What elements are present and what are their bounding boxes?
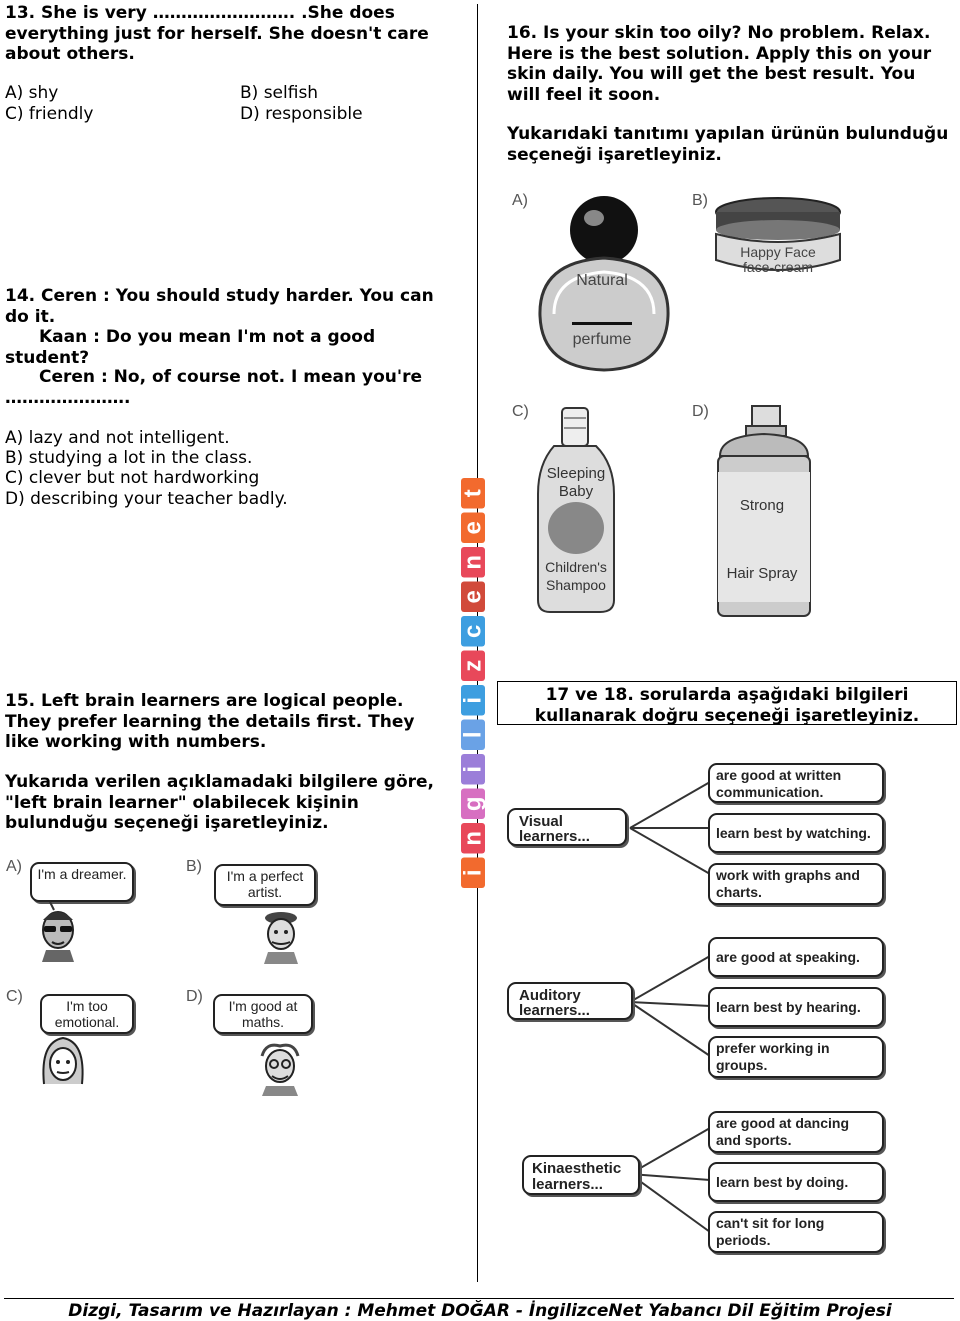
auditory-learners-label: Auditory learners... xyxy=(507,982,633,1020)
watermark-letter: e xyxy=(460,512,487,543)
q16-letter-b[interactable]: B) xyxy=(692,192,708,209)
svg-text:n: n xyxy=(460,831,487,846)
scientist-face-icon xyxy=(260,1043,300,1096)
auditory-item-3: prefer working in groups. xyxy=(708,1036,884,1078)
q16-letter-d[interactable]: D) xyxy=(692,403,709,420)
svg-text:c: c xyxy=(460,625,487,638)
q16-letter-c[interactable]: C) xyxy=(512,403,529,420)
artist-face-icon xyxy=(264,912,298,964)
shampoo-bottle-icon: Sleeping Baby Children's Shampoo xyxy=(537,407,615,613)
svg-text:l: l xyxy=(460,731,487,738)
q14-line1: 14. Ceren : You should study harder. You… xyxy=(5,286,434,327)
q15-bubble-c: I'm too emotional. xyxy=(40,994,134,1034)
svg-text:i: i xyxy=(460,869,487,876)
q15-bubble-b: I'm a perfect artist. xyxy=(214,864,316,906)
watermark-letter: n xyxy=(460,547,487,578)
watermark-letters: i n g i l i z c e n e t xyxy=(460,478,487,888)
perfume-label-line1: Natural xyxy=(576,272,628,289)
svg-text:e: e xyxy=(460,590,487,603)
watermark-letter: i xyxy=(460,857,487,888)
footer-rule xyxy=(4,1298,954,1299)
watermark-letter: z xyxy=(460,650,487,681)
q13-option-c[interactable]: C) friendly xyxy=(5,104,94,124)
kinaesthetic-item-2: learn best by doing. xyxy=(708,1162,884,1202)
svg-text:i: i xyxy=(460,766,487,773)
q14-line3: Ceren : No, of course not. I mean you're… xyxy=(5,367,422,408)
watermark-letter: g xyxy=(460,788,487,819)
watermark-letter: t xyxy=(460,478,487,509)
svg-text:t: t xyxy=(460,489,487,497)
q15-bubble-a: I'm a dreamer. xyxy=(30,862,134,902)
shampoo-label-line2: Baby xyxy=(559,483,594,500)
spray-label-line1: Strong xyxy=(740,497,784,514)
q15-stem: 15. Left brain learners are logical peop… xyxy=(5,691,415,752)
q16-stem: 16. Is your skin too oily? No problem. R… xyxy=(507,23,932,105)
kinaesthetic-learners-label: Kinaesthetic learners... xyxy=(522,1155,640,1195)
q15-question: Yukarıda verilen açıklamadaki bilgilere … xyxy=(5,772,435,833)
face-cream-jar-icon: Happy Face face-cream xyxy=(715,197,841,275)
q15-letter-d[interactable]: D) xyxy=(186,988,203,1005)
visual-item-3: work with graphs and charts. xyxy=(708,863,884,905)
watermark-letter: i xyxy=(460,685,487,716)
q16-letter-a[interactable]: A) xyxy=(512,192,528,209)
watermark-letter: c xyxy=(460,616,487,647)
svg-text:z: z xyxy=(460,660,487,672)
cream-label-line1: Happy Face xyxy=(740,244,816,260)
visual-item-2: learn best by watching. xyxy=(708,813,884,853)
svg-text:n: n xyxy=(460,555,487,570)
shampoo-label-line3: Children's xyxy=(545,559,607,575)
sunglasses-man-icon xyxy=(42,901,74,962)
watermark: i n g i l i z c e n e t xyxy=(458,476,488,890)
q15-bubble-d: I'm good at maths. xyxy=(213,994,313,1034)
emotional-woman-icon xyxy=(42,1036,84,1085)
q15-letter-c[interactable]: C) xyxy=(6,988,23,1005)
svg-text:e: e xyxy=(460,521,487,534)
perfume-label-line2: perfume xyxy=(573,331,632,348)
kinaesthetic-item-1: are good at dancing and sports. xyxy=(708,1111,884,1153)
q14-option-b[interactable]: B) studying a lot in the class. xyxy=(5,448,253,468)
watermark-letter: i xyxy=(460,754,487,785)
q14-line2: Kaan : Do you mean I'm not a good studen… xyxy=(5,327,376,368)
q13-stem: 13. She is very ……………………. .She does ever… xyxy=(5,3,429,64)
svg-text:i: i xyxy=(460,697,487,704)
perfume-bottle-icon: Natural perfume xyxy=(538,196,670,372)
q14-option-d[interactable]: D) describing your teacher badly. xyxy=(5,489,288,509)
kinaesthetic-item-3: can't sit for long periods. xyxy=(708,1211,884,1253)
cream-label-line2: face-cream xyxy=(743,259,813,275)
auditory-item-2: learn best by hearing. xyxy=(708,987,884,1027)
learner-connectors xyxy=(629,781,711,1233)
hair-spray-can-icon: Strong Hair Spray xyxy=(717,405,811,617)
q17-18-title: 17 ve 18. sorularda aşağıdaki bilgileri … xyxy=(497,681,957,726)
q13-option-d[interactable]: D) responsible xyxy=(240,104,363,124)
watermark-letter: l xyxy=(460,719,487,750)
watermark-letter: e xyxy=(460,581,487,612)
watermark-letter: n xyxy=(460,823,487,854)
svg-text:g: g xyxy=(460,796,487,811)
footer-credit: Dizgi, Tasarım ve Hazırlayan : Mehmet DO… xyxy=(68,1301,892,1321)
q14-option-c[interactable]: C) clever but not hardworking xyxy=(5,468,260,488)
visual-item-1: are good at written communication. xyxy=(708,763,884,803)
q16-question: Yukarıdaki tanıtımı yapılan ürünün bulun… xyxy=(507,124,949,165)
shampoo-label-line4: Shampoo xyxy=(546,577,606,593)
q13-option-a[interactable]: A) shy xyxy=(5,83,59,103)
q14-option-a[interactable]: A) lazy and not intelligent. xyxy=(5,428,230,448)
shampoo-label-line1: Sleeping xyxy=(547,465,605,482)
visual-learners-label: Visual learners... xyxy=(507,808,627,846)
q13-option-b[interactable]: B) selfish xyxy=(240,83,319,103)
q15-letter-a[interactable]: A) xyxy=(6,858,22,875)
auditory-item-1: are good at speaking. xyxy=(708,937,884,977)
q15-letter-b[interactable]: B) xyxy=(186,858,202,875)
spray-label-line2: Hair Spray xyxy=(727,565,798,582)
